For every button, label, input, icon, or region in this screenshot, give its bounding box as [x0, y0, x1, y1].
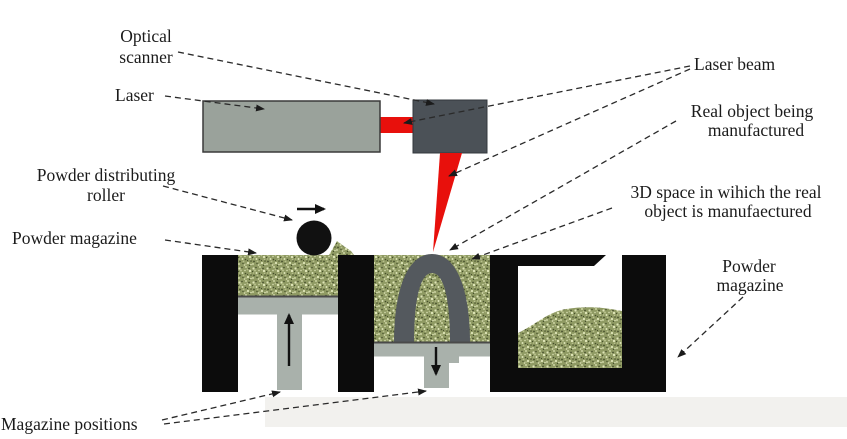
label-3d-space-line1: 3D space in wihich the real — [631, 182, 822, 202]
label-laser: Laser — [115, 85, 154, 105]
leader-laser — [164, 95, 265, 112]
powder-mound — [329, 241, 354, 255]
right-magazine-bottom — [490, 368, 666, 392]
left-piston-platform — [238, 297, 338, 315]
leader-real-object — [449, 120, 677, 251]
motion-arrows — [284, 204, 441, 376]
powder-distributing-roller — [296, 220, 332, 256]
label-powder-magazine-right-line1: Powder — [722, 256, 776, 276]
left-magazine-powder — [238, 255, 338, 297]
label-roller-line2: roller — [87, 185, 125, 205]
label-real-object-line1: Real object being — [691, 101, 814, 121]
center-piston-step — [449, 356, 459, 363]
leader-lines — [161, 51, 744, 425]
label-magazine-positions: Magazine positions — [1, 414, 138, 434]
label-optical-scanner-line2: scanner — [119, 47, 173, 67]
right-magazine-lip — [518, 255, 606, 266]
leader-3d-space — [471, 207, 613, 260]
label-powder-magazine-left: Powder magazine — [12, 228, 137, 248]
laser-beam-horizontal — [380, 117, 417, 133]
center-piston-platform — [374, 343, 494, 357]
label-laser-beam: Laser beam — [694, 54, 776, 74]
optical-scanner-unit — [412, 99, 488, 154]
right-magazine-powder — [518, 307, 622, 368]
leader-magazine-position-2 — [163, 388, 427, 425]
center-left-wall — [338, 255, 374, 392]
leader-laser-beam-2 — [448, 68, 691, 177]
left-platform-edge — [238, 295, 338, 298]
leader-magazine-position-1 — [161, 390, 281, 421]
leader-powder-magazine-right — [677, 296, 744, 358]
left-magazine-left-wall — [202, 255, 238, 392]
scan-shadow-band — [265, 397, 847, 427]
laser-unit — [202, 100, 381, 153]
label-real-object-line2: manufactured — [708, 120, 804, 140]
arch-inner-powder — [414, 273, 450, 343]
label-powder-magazine-right-line2: magazine — [716, 275, 783, 295]
leader-optical-scanner — [177, 51, 435, 106]
leader-roller — [162, 185, 293, 222]
label-roller-line1: Powder distributing — [37, 165, 176, 185]
leader-powder-magazine-left — [164, 239, 257, 256]
label-3d-space-line2: object is manufaectured — [644, 201, 811, 221]
center-platform-edge — [374, 341, 494, 344]
laser-beam-diagonal — [433, 153, 462, 252]
label-optical-scanner-line1: Optical — [120, 26, 172, 46]
leader-laser-beam-1 — [403, 65, 691, 125]
